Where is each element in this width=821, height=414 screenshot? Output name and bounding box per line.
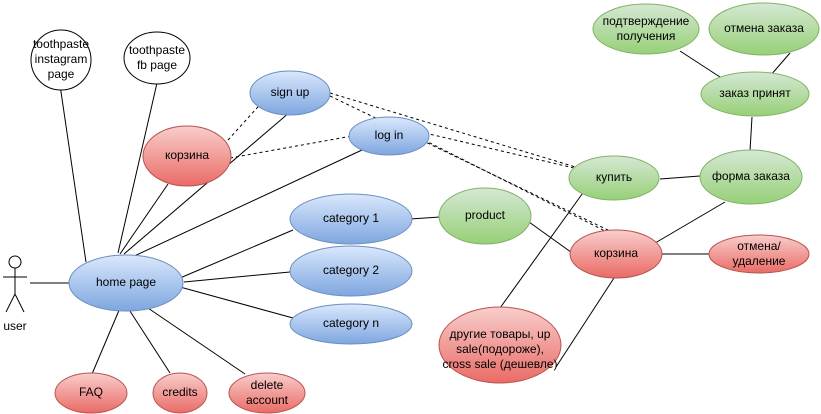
edge-korzina-forma xyxy=(649,201,726,247)
node-home-page-label: home page xyxy=(96,275,156,289)
edge-home-faq xyxy=(91,307,121,375)
node-korzina-right-label: корзина xyxy=(594,246,638,260)
node-korzina-right[interactable]: корзина xyxy=(569,229,663,279)
node-category-2[interactable]: category 2 xyxy=(289,245,413,297)
node-toothpaste-fb-line2: fb page xyxy=(137,58,177,72)
node-podtverzhdenie[interactable]: подтверждение получения xyxy=(592,3,700,55)
edge-dashed-signup-kupit xyxy=(329,92,613,179)
node-product-label: product xyxy=(465,208,506,222)
user-actor: user xyxy=(3,255,27,333)
node-category-n-label: category n xyxy=(323,316,379,330)
node-delete-account-line2: account xyxy=(246,393,289,407)
node-home-page[interactable]: home page xyxy=(68,254,184,312)
node-faq[interactable]: FAQ xyxy=(54,372,128,414)
node-otmena-udalenie[interactable]: отмена/ удаление xyxy=(708,234,810,274)
edge-product-korzina xyxy=(528,221,576,256)
node-otmena-udalenie-line1: отмена/ xyxy=(737,239,781,253)
node-kupit-label: купить xyxy=(596,170,632,184)
node-credits-label: credits xyxy=(162,385,197,399)
node-podtverzhdenie-line2: получения xyxy=(617,29,676,43)
edge-cat1-product xyxy=(409,216,441,220)
node-other-products[interactable]: другие товары, up sale(подорожe), cross … xyxy=(438,306,562,384)
node-toothpaste-fb-line1: toothpaste xyxy=(129,43,185,57)
node-kupit[interactable]: купить xyxy=(568,155,660,201)
node-category-2-label: category 2 xyxy=(323,263,379,277)
node-korzina-left[interactable]: корзина xyxy=(142,125,232,187)
node-korzina-left-label: корзина xyxy=(165,148,209,162)
node-forma-zakaza[interactable]: форма заказа xyxy=(699,149,803,205)
actor-leg-left xyxy=(5,293,16,313)
node-toothpaste-instagram-line1: toothpaste xyxy=(33,37,89,51)
edge-dashed-login-kupit xyxy=(424,132,575,169)
edge-home-catn xyxy=(179,286,294,319)
node-delete-account[interactable]: delete account xyxy=(228,372,306,414)
node-category-1-label: category 1 xyxy=(323,211,379,225)
node-category-n[interactable]: category n xyxy=(289,303,413,345)
node-delete-account-line1: delete xyxy=(251,378,284,392)
node-category-1[interactable]: category 1 xyxy=(289,193,413,245)
node-toothpaste-instagram-line2: instagram xyxy=(35,52,88,66)
node-product[interactable]: product xyxy=(438,187,532,245)
edge-home-cat2 xyxy=(183,271,291,283)
node-other-products-line1: другие товары, up xyxy=(450,327,551,341)
actor-head-icon xyxy=(8,255,22,269)
edge-home-fb xyxy=(117,82,158,254)
edge-dashed-korzina-login xyxy=(229,135,353,159)
node-forma-zakaza-label: форма заказа xyxy=(712,169,790,183)
edge-home-credits xyxy=(127,307,171,374)
node-otmena-udalenie-line2: удаление xyxy=(733,254,786,268)
node-log-in-label: log in xyxy=(375,128,404,142)
edge-other-kupit xyxy=(499,189,586,309)
edge-other-korzina xyxy=(555,277,615,368)
edge-home-korzina-left xyxy=(119,183,169,255)
edge-home-login xyxy=(129,149,363,259)
edge-home-insta xyxy=(59,84,87,263)
node-log-in[interactable]: log in xyxy=(348,116,430,156)
edge-home-delete xyxy=(144,305,246,375)
node-credits[interactable]: credits xyxy=(152,372,208,414)
node-sign-up[interactable]: sign up xyxy=(249,70,331,116)
node-sign-up-label: sign up xyxy=(271,85,310,99)
node-toothpaste-fb[interactable]: toothpaste fb page xyxy=(123,31,191,85)
node-otmena-zakaza-label: отмена заказа xyxy=(724,21,804,35)
node-other-products-line3: cross sale (дешевле) xyxy=(442,357,557,371)
edge-prinyat-otmena xyxy=(769,52,791,77)
node-zakaz-prinyat-label: заказ принят xyxy=(719,86,791,100)
node-podtverzhdenie-line1: подтверждение xyxy=(603,14,690,28)
edges xyxy=(30,50,791,375)
edge-kupit-forma xyxy=(659,175,701,180)
actor-label: user xyxy=(3,319,26,333)
node-otmena-zakaza[interactable]: отмена заказа xyxy=(708,2,820,56)
node-toothpaste-instagram[interactable]: toothpaste instagram page xyxy=(30,29,92,91)
node-zakaz-prinyat[interactable]: заказ принят xyxy=(700,71,810,117)
actor-leg-right xyxy=(14,293,25,313)
node-other-products-line2: sale(подорожe), xyxy=(456,342,544,356)
edge-home-cat1 xyxy=(179,229,294,279)
node-toothpaste-instagram-line3: page xyxy=(48,67,75,81)
edge-forma-prinyat xyxy=(749,116,753,152)
node-faq-label: FAQ xyxy=(79,385,103,399)
edge-prinyat-podtv xyxy=(679,50,721,78)
edge-dashed-signup-korzina xyxy=(329,95,613,233)
